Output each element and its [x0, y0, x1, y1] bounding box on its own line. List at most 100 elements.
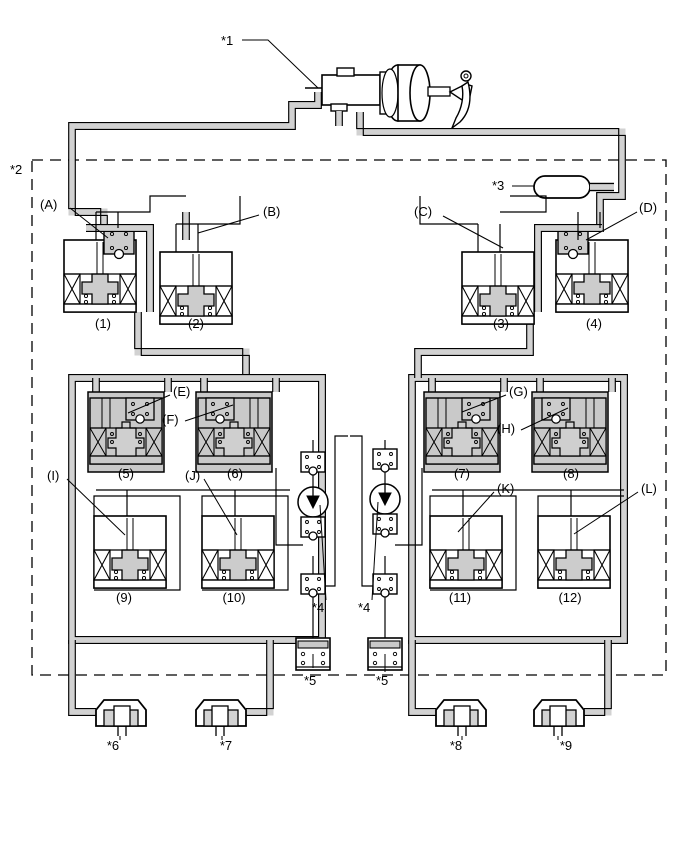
- wheel-cylinder-9: [533, 699, 585, 736]
- component-number-10: (10): [222, 590, 245, 605]
- label-C: (C): [414, 204, 432, 219]
- valve-group-top: [63, 195, 629, 325]
- pipe-left-inner-loops: [92, 378, 280, 392]
- callout-3: *3: [492, 178, 504, 193]
- valve-4-jacket: [534, 224, 602, 312]
- pipe-mc-stub: [335, 111, 343, 126]
- pump-left: [297, 486, 329, 518]
- callout-9: *9: [560, 738, 572, 753]
- leader-1-star: [242, 39, 319, 89]
- brake-booster-master-cylinder: [305, 64, 473, 131]
- label-B: (B): [263, 204, 280, 219]
- actuator-boundary: [31, 159, 667, 676]
- pipe-mc-right: [356, 112, 626, 232]
- leader-K: [457, 491, 495, 533]
- pump-leader-lines: [319, 501, 379, 601]
- component-number-5: (5): [118, 466, 134, 481]
- label-L: (L): [641, 481, 657, 496]
- leader-F: [184, 404, 234, 422]
- valve-4: [555, 227, 629, 313]
- top-valve-connections: [95, 195, 601, 252]
- label-F: (F): [162, 412, 179, 427]
- valve-1: [63, 227, 137, 313]
- component-number-7: (7): [454, 466, 470, 481]
- component-number-12: (12): [558, 590, 581, 605]
- label-E: (E): [173, 384, 190, 399]
- pipe-left-manifold: [134, 312, 250, 378]
- leader-H: [520, 407, 569, 431]
- valve-11: [429, 515, 503, 589]
- callout-6: *6: [107, 738, 119, 753]
- valve-3: [461, 251, 535, 325]
- pipe-left-supply: [182, 212, 190, 240]
- valve-1-jacket: [86, 224, 154, 312]
- pipe-mc-left: [68, 92, 322, 232]
- callout-2: *2: [10, 162, 22, 177]
- check-valve-left-upper: [300, 451, 326, 476]
- label-G: (G): [509, 384, 528, 399]
- component-number-2: (2): [188, 316, 204, 331]
- component-number-8: (8): [563, 466, 579, 481]
- label-K: (K): [497, 481, 514, 496]
- wheel-cylinder-group: [95, 699, 585, 736]
- reservoir-assembly: [295, 637, 403, 672]
- valve-5: [89, 397, 163, 465]
- valve-10: [201, 515, 275, 589]
- pipe-right-outer-frame: [408, 374, 628, 644]
- component-number-9: (9): [116, 590, 132, 605]
- pipe-right-inner-loops: [428, 378, 616, 392]
- pump-assembly: [297, 448, 401, 601]
- valve-group-low: [93, 489, 624, 591]
- valve-6: [197, 397, 271, 465]
- mid-valve-housings: [87, 391, 609, 473]
- component-number-1: (1): [95, 316, 111, 331]
- check-valve-left-lower: [300, 573, 326, 598]
- callout-5-right: *5: [376, 673, 388, 688]
- label-A: (A): [40, 197, 57, 212]
- label-D: (D): [639, 200, 657, 215]
- pipe-right-manifold: [414, 312, 534, 378]
- letter-leader-lines: [66, 39, 639, 740]
- valve-7: [425, 397, 499, 465]
- valve-12: [537, 515, 611, 589]
- callout-7: *7: [220, 738, 232, 753]
- label-J: (J): [185, 468, 200, 483]
- leader-D: [585, 211, 638, 241]
- component-number-11: (11): [449, 590, 471, 605]
- component-number-3: (3): [493, 316, 509, 331]
- label-H: (H): [497, 421, 515, 436]
- valve-8: [533, 397, 607, 465]
- text-letter-labels: (A) (B) (C) (D) (E) (F) (G) (H) (I) (J) …: [40, 197, 657, 496]
- leader-L: [573, 491, 639, 535]
- leader-E: [127, 394, 171, 414]
- callout-5-left: *5: [304, 673, 316, 688]
- callout-1: *1: [221, 33, 233, 48]
- pipe-wheel-left: [68, 640, 274, 716]
- label-I: (I): [47, 468, 59, 483]
- check-valve-right-upper: [372, 448, 398, 473]
- low-valve-connections: [93, 489, 624, 591]
- wheel-cylinder-8: [435, 699, 487, 736]
- wheel-cylinder-7: [195, 699, 247, 736]
- text-callouts: *1 *2 *3 *4 *4 *5 *5 *6 *7 *8 *9: [10, 33, 572, 753]
- leader-A: [69, 207, 109, 239]
- leader-G: [461, 394, 507, 413]
- callout-8: *8: [450, 738, 462, 753]
- wheel-cylinder-6: [95, 699, 147, 736]
- leader-B: [197, 214, 260, 234]
- component-number-6: (6): [227, 466, 243, 481]
- leader-I: [66, 478, 126, 536]
- leader-C: [442, 215, 504, 249]
- callout-4-right: *4: [358, 600, 370, 615]
- text-component-numbers: (1) (2) (3) (4) (5) (6) (7) (8) (9) (10)…: [95, 316, 602, 605]
- valve-group-mid: [87, 391, 609, 473]
- valve-2: [159, 251, 233, 325]
- pipe-wheel-right: [408, 640, 612, 716]
- check-valve-right-lower: [372, 573, 398, 598]
- pump-right: [369, 483, 401, 515]
- callout-4-left: *4: [312, 600, 324, 615]
- valve-9: [93, 515, 167, 589]
- accumulator: [533, 175, 614, 199]
